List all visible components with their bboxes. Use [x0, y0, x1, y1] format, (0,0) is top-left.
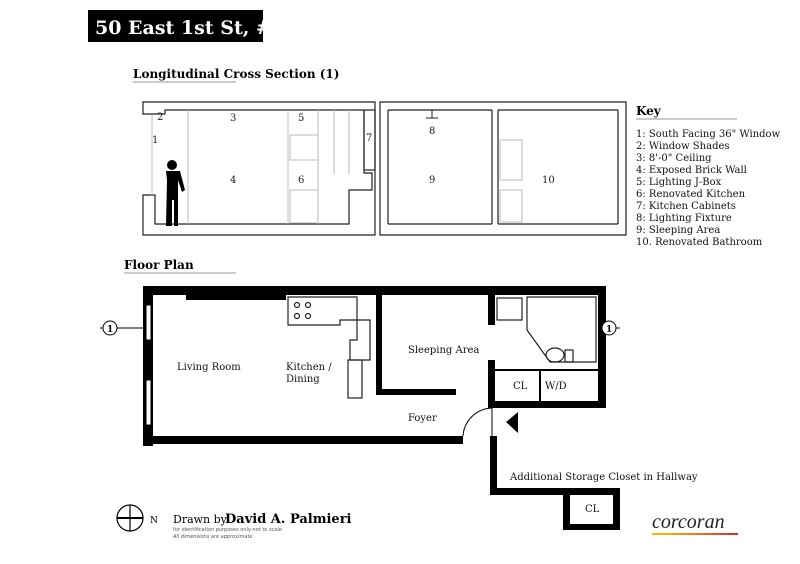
- room-label-washer-dryer: W/D: [545, 381, 567, 392]
- storage-closet-label: CL: [585, 504, 600, 515]
- floor-plan-walls: [143, 286, 620, 530]
- title-box: [88, 10, 263, 42]
- room-label-foyer: Foyer: [408, 413, 437, 424]
- page-title: 50 East 1st St, #8: [95, 17, 285, 39]
- svg-text:3: 3: [230, 113, 236, 124]
- key-item: 7: Kitchen Cabinets: [636, 201, 736, 212]
- logo-underline: [652, 533, 738, 535]
- section-marker-right: 1: [598, 320, 620, 336]
- key-item: 5: Lighting J-Box: [636, 177, 722, 188]
- room-label-living-room: Living Room: [177, 362, 241, 373]
- cross-section-heading: Longitudinal Cross Section (1): [133, 67, 339, 81]
- section-marker-left: 1: [100, 320, 143, 336]
- key-item: 1: South Facing 36" Window: [636, 129, 781, 140]
- key-item: 6: Renovated Kitchen: [636, 189, 746, 200]
- north-arrow-icon: [116, 504, 144, 532]
- svg-text:1: 1: [606, 325, 612, 335]
- disclaimer-2: All dimensions are approximate: [172, 534, 253, 540]
- drawn-by-prefix: Drawn by: [173, 513, 228, 526]
- room-label-kitchen: Kitchen /: [286, 362, 332, 373]
- north-label: N: [150, 516, 158, 526]
- key-item: 9: Sleeping Area: [636, 225, 720, 236]
- room-label-closet: CL: [513, 381, 528, 392]
- room-label-dining: Dining: [286, 374, 320, 385]
- key-item: 3: 8'-0" Ceiling: [636, 153, 712, 164]
- key-item: 4: Exposed Brick Wall: [636, 165, 747, 176]
- disclaimer-1: for identification purposes only-not to …: [173, 527, 282, 533]
- cross-section-numbers: 1 2 3 4 5 6 7 8 9 10: [152, 112, 555, 186]
- svg-text:9: 9: [429, 175, 435, 186]
- svg-text:10: 10: [542, 175, 555, 186]
- key-list: 1: South Facing 36" Window 2: Window Sha…: [636, 129, 781, 248]
- key-item: 8: Lighting Fixture: [636, 213, 732, 224]
- svg-text:6: 6: [298, 175, 304, 186]
- svg-text:7: 7: [366, 133, 372, 144]
- drawn-by-name: David A. Palmieri: [225, 512, 352, 527]
- svg-text:1: 1: [152, 135, 158, 146]
- cross-section-drawing: [142, 101, 627, 236]
- svg-text:4: 4: [230, 175, 236, 186]
- floor-plan-heading: Floor Plan: [124, 258, 194, 272]
- key-item: 2: Window Shades: [636, 141, 730, 152]
- storage-label: Additional Storage Closet in Hallway: [509, 472, 698, 483]
- corcoran-logo: corcoran: [652, 511, 725, 533]
- svg-text:2: 2: [157, 112, 163, 123]
- key-heading: Key: [636, 104, 662, 118]
- svg-text:1: 1: [107, 325, 113, 335]
- svg-text:5: 5: [298, 113, 304, 124]
- key-item: 10. Renovated Bathroom: [636, 237, 763, 248]
- room-label-sleeping-area: Sleeping Area: [408, 345, 479, 356]
- svg-text:8: 8: [429, 126, 435, 137]
- person-silhouette-icon: [166, 160, 185, 226]
